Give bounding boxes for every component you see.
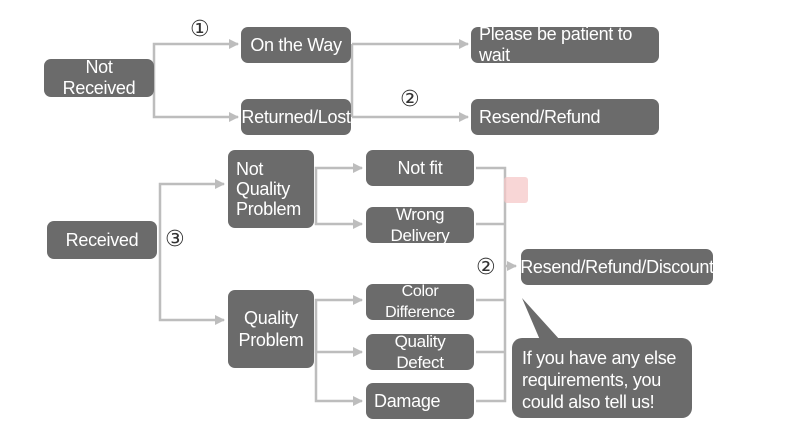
note-bubble: If you have any else requirements, you c… xyxy=(512,338,692,418)
marker-three: ③ xyxy=(165,226,185,251)
marker-one: ① xyxy=(190,16,210,41)
node-quality-defect: Quality Defect xyxy=(366,332,474,372)
node-damage: Damage xyxy=(366,383,474,419)
node-wrong-delivery: Wrong Delivery xyxy=(366,205,474,245)
node-received: Received xyxy=(47,221,157,259)
marker-two-top: ② xyxy=(400,86,420,111)
node-returned-lost: Returned/Lost xyxy=(241,99,351,135)
node-please-wait: Please be patient to wait xyxy=(471,24,659,65)
node-color-difference: Color Difference xyxy=(366,283,474,321)
note-bubble-tail xyxy=(522,298,560,340)
search-icon xyxy=(504,177,528,203)
node-resend-refund: Resend/Refund xyxy=(471,99,659,135)
node-quality-problem: Quality Problem xyxy=(228,290,314,368)
node-on-the-way: On the Way xyxy=(241,27,351,63)
node-not-received: Not Received xyxy=(44,57,154,98)
marker-two-bottom: ② xyxy=(476,254,496,279)
node-not-quality-problem: Not Quality Problem xyxy=(228,150,314,228)
node-resend-refund-discount: Resend/Refund/Discount xyxy=(520,249,714,285)
node-not-fit: Not fit xyxy=(366,150,474,186)
